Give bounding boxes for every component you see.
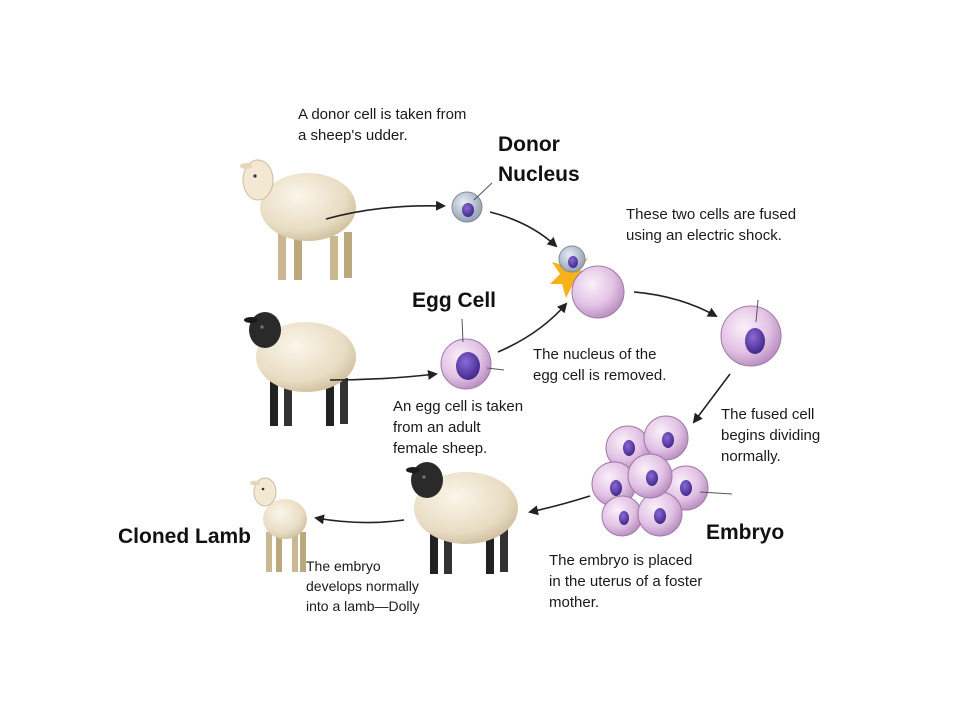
donor-nucleus-heading: Donor Nucleus xyxy=(498,133,580,186)
arrow-egg-cell-to-fusion xyxy=(497,302,568,353)
arrow-sheep-to-egg-cell xyxy=(329,369,438,381)
egg-cell-heading: Egg Cell xyxy=(412,289,497,312)
caption-egg-taken: An egg cell is taken from an adult femal… xyxy=(393,398,524,457)
arrow-fusion-to-fused-cell xyxy=(633,291,718,317)
caption-donor-cell: A donor cell is taken from a sheep's udd… xyxy=(298,106,467,144)
foster-mother-sheep-illustration xyxy=(406,462,518,574)
arrow-donor-cell-to-fusion xyxy=(489,211,558,248)
caption-placed: The embryo is placed in the uterus of a … xyxy=(549,552,703,611)
arrow-embryo-to-foster xyxy=(528,495,591,516)
embryo-cluster xyxy=(591,415,733,537)
caption-develops: The embryo develops normally into a lamb… xyxy=(306,558,420,614)
egg-cell xyxy=(440,318,505,390)
arrow-sheep-to-donor-cell xyxy=(325,200,446,220)
donor-cell xyxy=(451,182,493,223)
flow-arrows xyxy=(314,200,731,525)
fusing-cells xyxy=(550,245,625,319)
donor-sheep-illustration xyxy=(240,159,356,280)
caption-dividing: The fused cell begins dividing normally. xyxy=(721,406,821,465)
egg-donor-sheep-illustration xyxy=(244,312,356,426)
cloned-lamb-heading: Cloned Lamb xyxy=(118,525,252,548)
embryo-heading: Embryo xyxy=(706,521,785,544)
arrow-fused-cell-to-embryo xyxy=(692,373,731,424)
caption-fused: These two cells are fused using an elect… xyxy=(626,206,797,244)
fused-cell xyxy=(720,299,782,367)
arrow-foster-to-lamb xyxy=(314,514,405,525)
caption-nucleus-removed: The nucleus of the egg cell is removed. xyxy=(533,346,667,384)
cloned-lamb-illustration xyxy=(250,477,307,572)
